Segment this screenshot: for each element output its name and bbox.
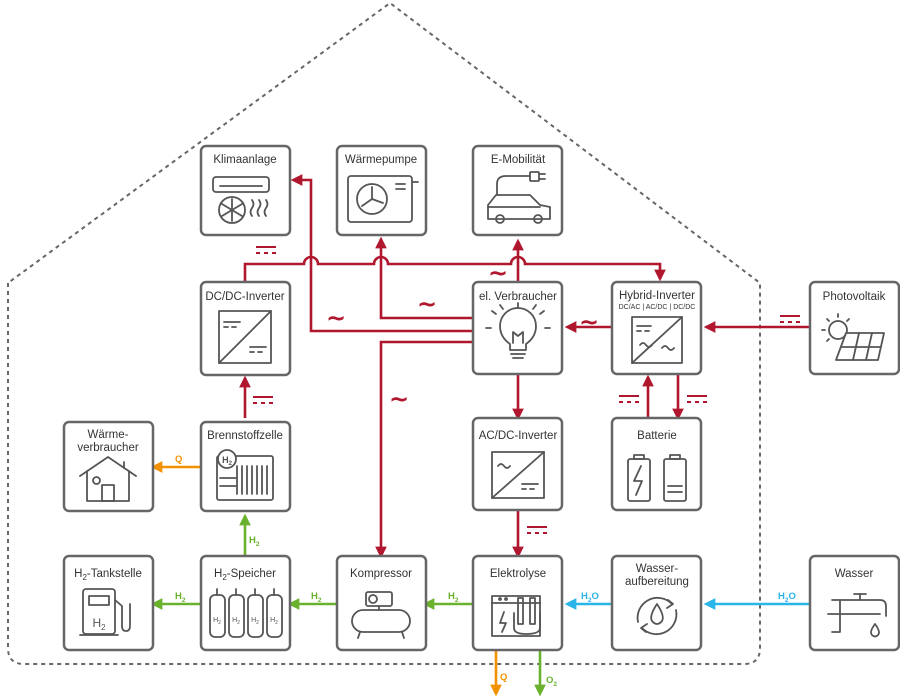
node-elektrolyse: Elektrolyse: [471, 554, 564, 652]
node-title: H2-Tankstelle: [74, 568, 142, 582]
node-title: Wärme-: [88, 429, 129, 441]
hydrogen-label: H2: [175, 591, 186, 604]
ac-symbol: ~: [389, 385, 409, 413]
svg-text:H2: H2: [232, 617, 240, 626]
electric-car-icon: [487, 171, 551, 224]
acdc-converter-icon: [491, 451, 545, 499]
node-emobilitaet: E-Mobilität: [471, 144, 564, 237]
ac-symbol: ~: [417, 290, 437, 318]
water-label: H2O: [778, 591, 796, 604]
node-title: el. Verbraucher: [479, 291, 557, 303]
air-conditioner-icon: [212, 176, 270, 224]
house-outline: [7, 1, 761, 665]
heat-connections: [150, 461, 502, 697]
ac-symbol: ~: [326, 304, 346, 332]
node-waermepumpe: Wärmepumpe: [335, 144, 428, 237]
light-bulb-icon: [485, 302, 551, 359]
node-h2-speicher: H2-Speicher H2 H2 H2 H2: [199, 554, 292, 652]
node-title: Klimaanlage: [213, 154, 276, 166]
node-kompressor: Kompressor: [335, 554, 428, 652]
svg-text:H2: H2: [270, 617, 278, 626]
node-title: Wasser: [835, 568, 874, 580]
heat-pump-icon: [347, 175, 419, 223]
ac-symbols: ~ ~ ~ ~ ~: [326, 259, 599, 413]
node-title: Brennstoffzelle: [207, 430, 283, 442]
hydrogen-connections: [150, 513, 546, 697]
node-hybrid-inverter: Hybrid-Inverter DC/AC | AC/DC | DC/DC: [610, 280, 703, 376]
svg-text:H2: H2: [251, 617, 259, 626]
node-title: Photovoltaik: [823, 291, 886, 303]
node-dcdc-inverter: DC/DC-Inverter: [199, 280, 292, 377]
node-title: H2-Speicher: [214, 568, 276, 582]
node-wasseraufbereitung: Wasser- aufbereitung: [610, 554, 703, 652]
electrolyzer-icon: [491, 595, 541, 637]
node-batterie: Batterie: [610, 416, 703, 512]
dc-symbols: [253, 246, 800, 534]
battery-icon: [627, 454, 687, 502]
node-waermeverbraucher: Wärme- verbraucher: [62, 420, 155, 513]
node-title: verbraucher: [77, 442, 139, 454]
node-title: AC/DC-Inverter: [479, 430, 558, 442]
node-title: aufbereitung: [625, 576, 689, 588]
hydrogen-label: H2: [311, 591, 322, 604]
node-klimaanlage: Klimaanlage: [199, 144, 292, 237]
hybrid-inverter-icon: [631, 316, 683, 364]
water-cycle-icon: [636, 596, 678, 636]
gas-cylinder-icon: H2 H2 H2 H2: [209, 588, 283, 638]
water-tap-icon: [827, 593, 887, 638]
oxygen-label: O2: [546, 675, 557, 688]
node-title: Wärmepumpe: [345, 154, 417, 166]
hydrogen-label: H2: [249, 535, 260, 548]
house-icon: [79, 456, 137, 502]
node-title: Batterie: [637, 430, 677, 442]
node-acdc-inverter: AC/DC-Inverter: [471, 416, 564, 512]
water-label: H2O: [581, 591, 599, 604]
ac-symbol: ~: [488, 259, 508, 287]
svg-text:H2: H2: [92, 616, 106, 632]
node-title: Kompressor: [350, 568, 412, 580]
compressor-icon: [351, 591, 411, 639]
ac-symbol: ~: [579, 308, 599, 336]
node-title: Hybrid-Inverter: [619, 290, 695, 302]
electric-connections: [239, 174, 810, 559]
fuel-cell-icon: H2: [216, 449, 274, 501]
node-h2-tankstelle: H2-Tankstelle H2: [62, 554, 155, 652]
svg-text:H2: H2: [213, 617, 221, 626]
node-brennstoffzelle: Brennstoffzelle H2: [199, 420, 292, 513]
node-title: Wasser-: [636, 563, 679, 575]
node-title: Elektrolyse: [490, 568, 546, 580]
hydrogen-label: H2: [448, 591, 459, 604]
node-wasser: Wasser: [808, 554, 900, 652]
node-verbraucher: el. Verbraucher: [471, 280, 564, 376]
heat-label: Q: [500, 672, 507, 683]
node-photovoltaik: Photovoltaik: [808, 280, 900, 376]
node-title: E-Mobilität: [491, 154, 546, 166]
dcdc-converter-icon: [218, 310, 272, 364]
svg-text:H2: H2: [222, 455, 233, 467]
node-subtitle: DC/AC | AC/DC | DC/DC: [619, 304, 696, 311]
solar-panel-icon: [821, 313, 885, 361]
fuel-station-icon: H2: [79, 588, 131, 636]
node-title: DC/DC-Inverter: [205, 291, 284, 303]
heat-label: Q: [175, 454, 182, 465]
